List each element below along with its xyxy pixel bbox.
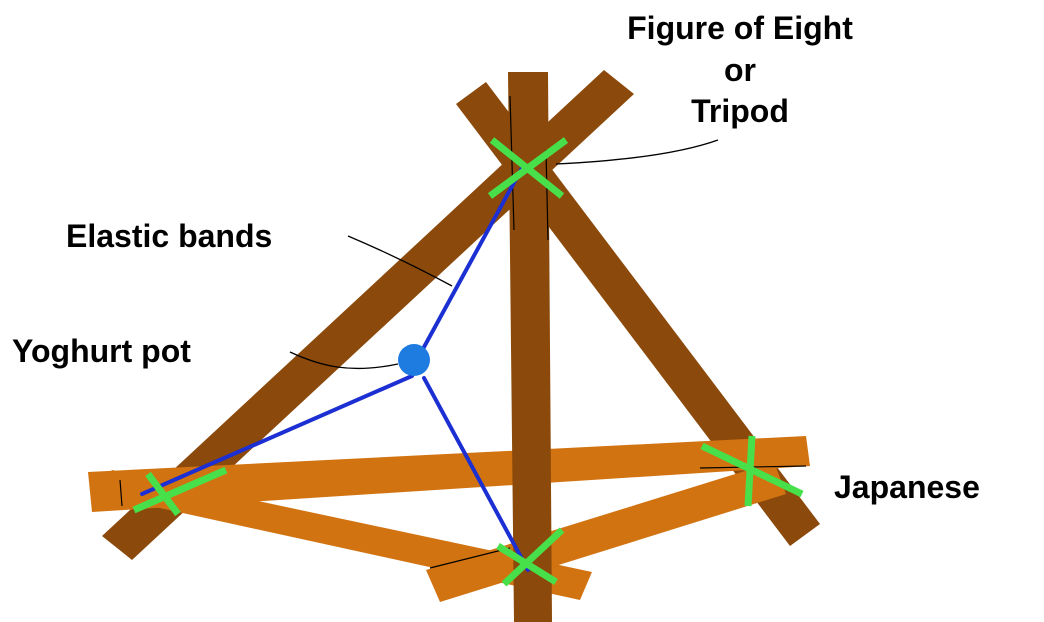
elastic-band-left	[140, 374, 414, 496]
label-figure-of-eight-line2: or	[724, 52, 756, 88]
lashing-bottom-center	[496, 527, 565, 587]
leader-elastic-bands	[347, 235, 453, 287]
labels: Figure of Eight or Tripod Elastic bands …	[12, 10, 980, 505]
lashings	[132, 137, 804, 587]
leader-figure-of-eight	[555, 139, 719, 165]
lashing-figure-of-eight	[487, 137, 569, 199]
pole-vertical	[508, 72, 552, 622]
base-pole-top	[88, 436, 810, 512]
yoghurt-pot	[398, 344, 430, 376]
label-figure-of-eight-line1: Figure of Eight	[627, 10, 853, 46]
elastic-bands	[140, 166, 530, 572]
leader-lines	[289, 139, 719, 370]
lashing-japanese	[700, 435, 804, 507]
label-japanese: Japanese	[834, 469, 980, 505]
leader-yoghurt-pot	[289, 351, 399, 370]
label-elastic-bands: Elastic bands	[66, 218, 272, 254]
lashing-bottom-left	[132, 466, 228, 517]
elastic-band-bottom	[422, 376, 530, 572]
label-yoghurt-pot: Yoghurt pot	[12, 333, 191, 369]
pole-left-rising	[102, 70, 634, 560]
elastic-band-top	[416, 166, 524, 360]
label-figure-of-eight-line3: Tripod	[691, 93, 789, 129]
